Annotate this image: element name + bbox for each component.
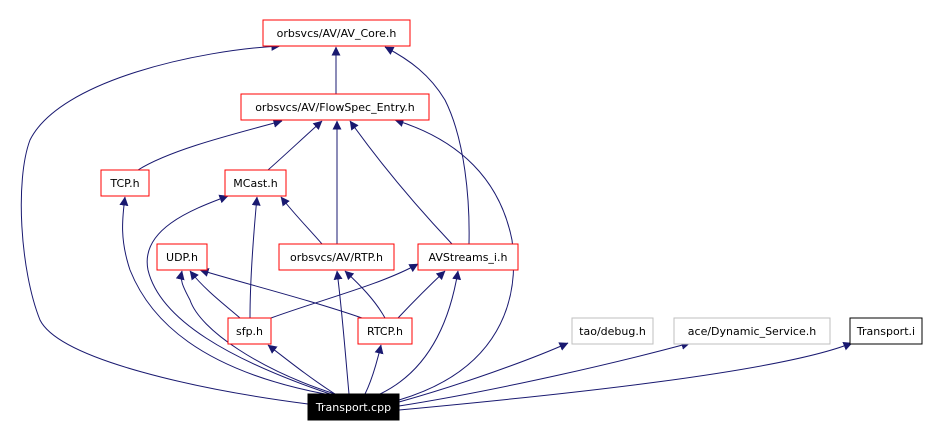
node-box — [227, 317, 272, 345]
edge-rtcp-to-avstreams — [397, 270, 446, 319]
edge-avstreams-to-flowspec — [349, 120, 453, 245]
edge-transport_cpp-to-avstreams — [379, 270, 462, 395]
edge-transport_cpp-to-dynservice — [398, 340, 691, 407]
node-box — [100, 169, 150, 197]
node-dynservice[interactable]: ace/Dynamic_Service.h — [673, 317, 831, 345]
edge-line — [379, 270, 462, 395]
edge-line — [398, 342, 569, 403]
node-debug[interactable]: tao/debug.h — [571, 317, 654, 345]
edge-line — [175, 270, 336, 395]
node-flowspec[interactable]: orbsvcs/AV/FlowSpec_Entry.h — [240, 93, 430, 121]
node-box — [224, 169, 287, 197]
edge-line — [270, 263, 419, 319]
node-label: MCast.h — [233, 177, 277, 190]
edge-sfp-to-avstreams — [270, 263, 419, 319]
node-label: tao/debug.h — [579, 325, 646, 338]
node-transport-cpp[interactable]: Transport.cpp — [307, 393, 400, 421]
edge-line — [119, 196, 326, 395]
node-avstreams[interactable]: AVStreams_i.h — [417, 243, 519, 271]
node-box — [262, 19, 411, 47]
edge-line — [364, 344, 384, 395]
edge-transport_cpp-to-rtcp — [364, 344, 384, 395]
node-label: UDP.h — [166, 251, 198, 264]
edge-sfp-to-udp — [189, 270, 241, 319]
edge-rtcp-to-udp — [199, 268, 363, 319]
edge-line — [397, 270, 446, 319]
edge-transport_cpp-to-sfp — [267, 344, 336, 395]
edge-avstreams-to-av_core — [384, 46, 470, 245]
edge-line — [249, 196, 261, 319]
edge-transport_cpp-to-flowspec — [394, 118, 515, 401]
node-label: orbsvcs/AV/RTP.h — [290, 251, 383, 264]
edge-line — [199, 268, 363, 319]
node-label: Transport.i — [856, 325, 915, 338]
edge-line — [189, 270, 241, 319]
node-box — [240, 93, 430, 121]
edge-line — [267, 120, 323, 171]
edge-line — [349, 120, 453, 245]
node-label: Transport.cpp — [315, 401, 391, 414]
edge-line — [394, 118, 515, 401]
node-label: TCP.h — [109, 177, 139, 190]
edge-transport_cpp-to-mcast — [146, 194, 331, 395]
node-label: ace/Dynamic_Service.h — [688, 325, 816, 338]
node-rtcp[interactable]: RTCP.h — [357, 317, 413, 345]
node-mcast[interactable]: MCast.h — [224, 169, 287, 197]
edge-line — [333, 270, 350, 395]
node-box — [357, 317, 413, 345]
edge-tcp-to-flowspec — [137, 118, 283, 171]
node-box — [417, 243, 519, 271]
node-box — [673, 317, 831, 345]
edge-line — [20, 41, 309, 405]
edge-line — [384, 46, 470, 245]
node-av-core[interactable]: orbsvcs/AV/AV_Core.h — [262, 19, 411, 47]
node-box — [156, 243, 208, 271]
node-box — [278, 243, 395, 271]
node-label: orbsvcs/AV/AV_Core.h — [277, 27, 397, 40]
edge-rtcp-to-rtp — [344, 270, 386, 319]
node-box — [849, 317, 923, 345]
edge-line — [280, 196, 323, 245]
edge-transport_cpp-to-debug — [398, 342, 569, 403]
edge-transport_cpp-to-tcp — [119, 196, 326, 395]
node-label: AVStreams_i.h — [429, 251, 508, 264]
edge-transport_cpp-to-rtp — [333, 270, 350, 395]
node-tcp[interactable]: TCP.h — [100, 169, 150, 197]
edge-line — [398, 340, 691, 407]
edge-sfp-to-mcast — [249, 196, 261, 319]
node-label: sfp.h — [236, 325, 263, 338]
edge-rtp-to-mcast — [280, 196, 323, 245]
edge-transport_cpp-to-transport_i — [398, 342, 853, 411]
node-box — [571, 317, 654, 345]
edge-line — [398, 342, 853, 411]
edge-line — [146, 194, 331, 395]
edge-mcast-to-flowspec — [267, 120, 323, 171]
edge-line — [137, 118, 283, 171]
node-sfp[interactable]: sfp.h — [227, 317, 272, 345]
node-label: orbsvcs/AV/FlowSpec_Entry.h — [255, 101, 415, 114]
edge-transport_cpp-to-udp — [175, 270, 336, 395]
edge-line — [267, 344, 336, 395]
node-box — [307, 393, 400, 421]
edge-line — [344, 270, 386, 319]
node-transport-i[interactable]: Transport.i — [849, 317, 923, 345]
node-label: RTCP.h — [367, 325, 403, 338]
node-rtp[interactable]: orbsvcs/AV/RTP.h — [278, 243, 395, 271]
node-udp[interactable]: UDP.h — [156, 243, 208, 271]
edge-transport_cpp-to-av_core — [20, 41, 309, 405]
